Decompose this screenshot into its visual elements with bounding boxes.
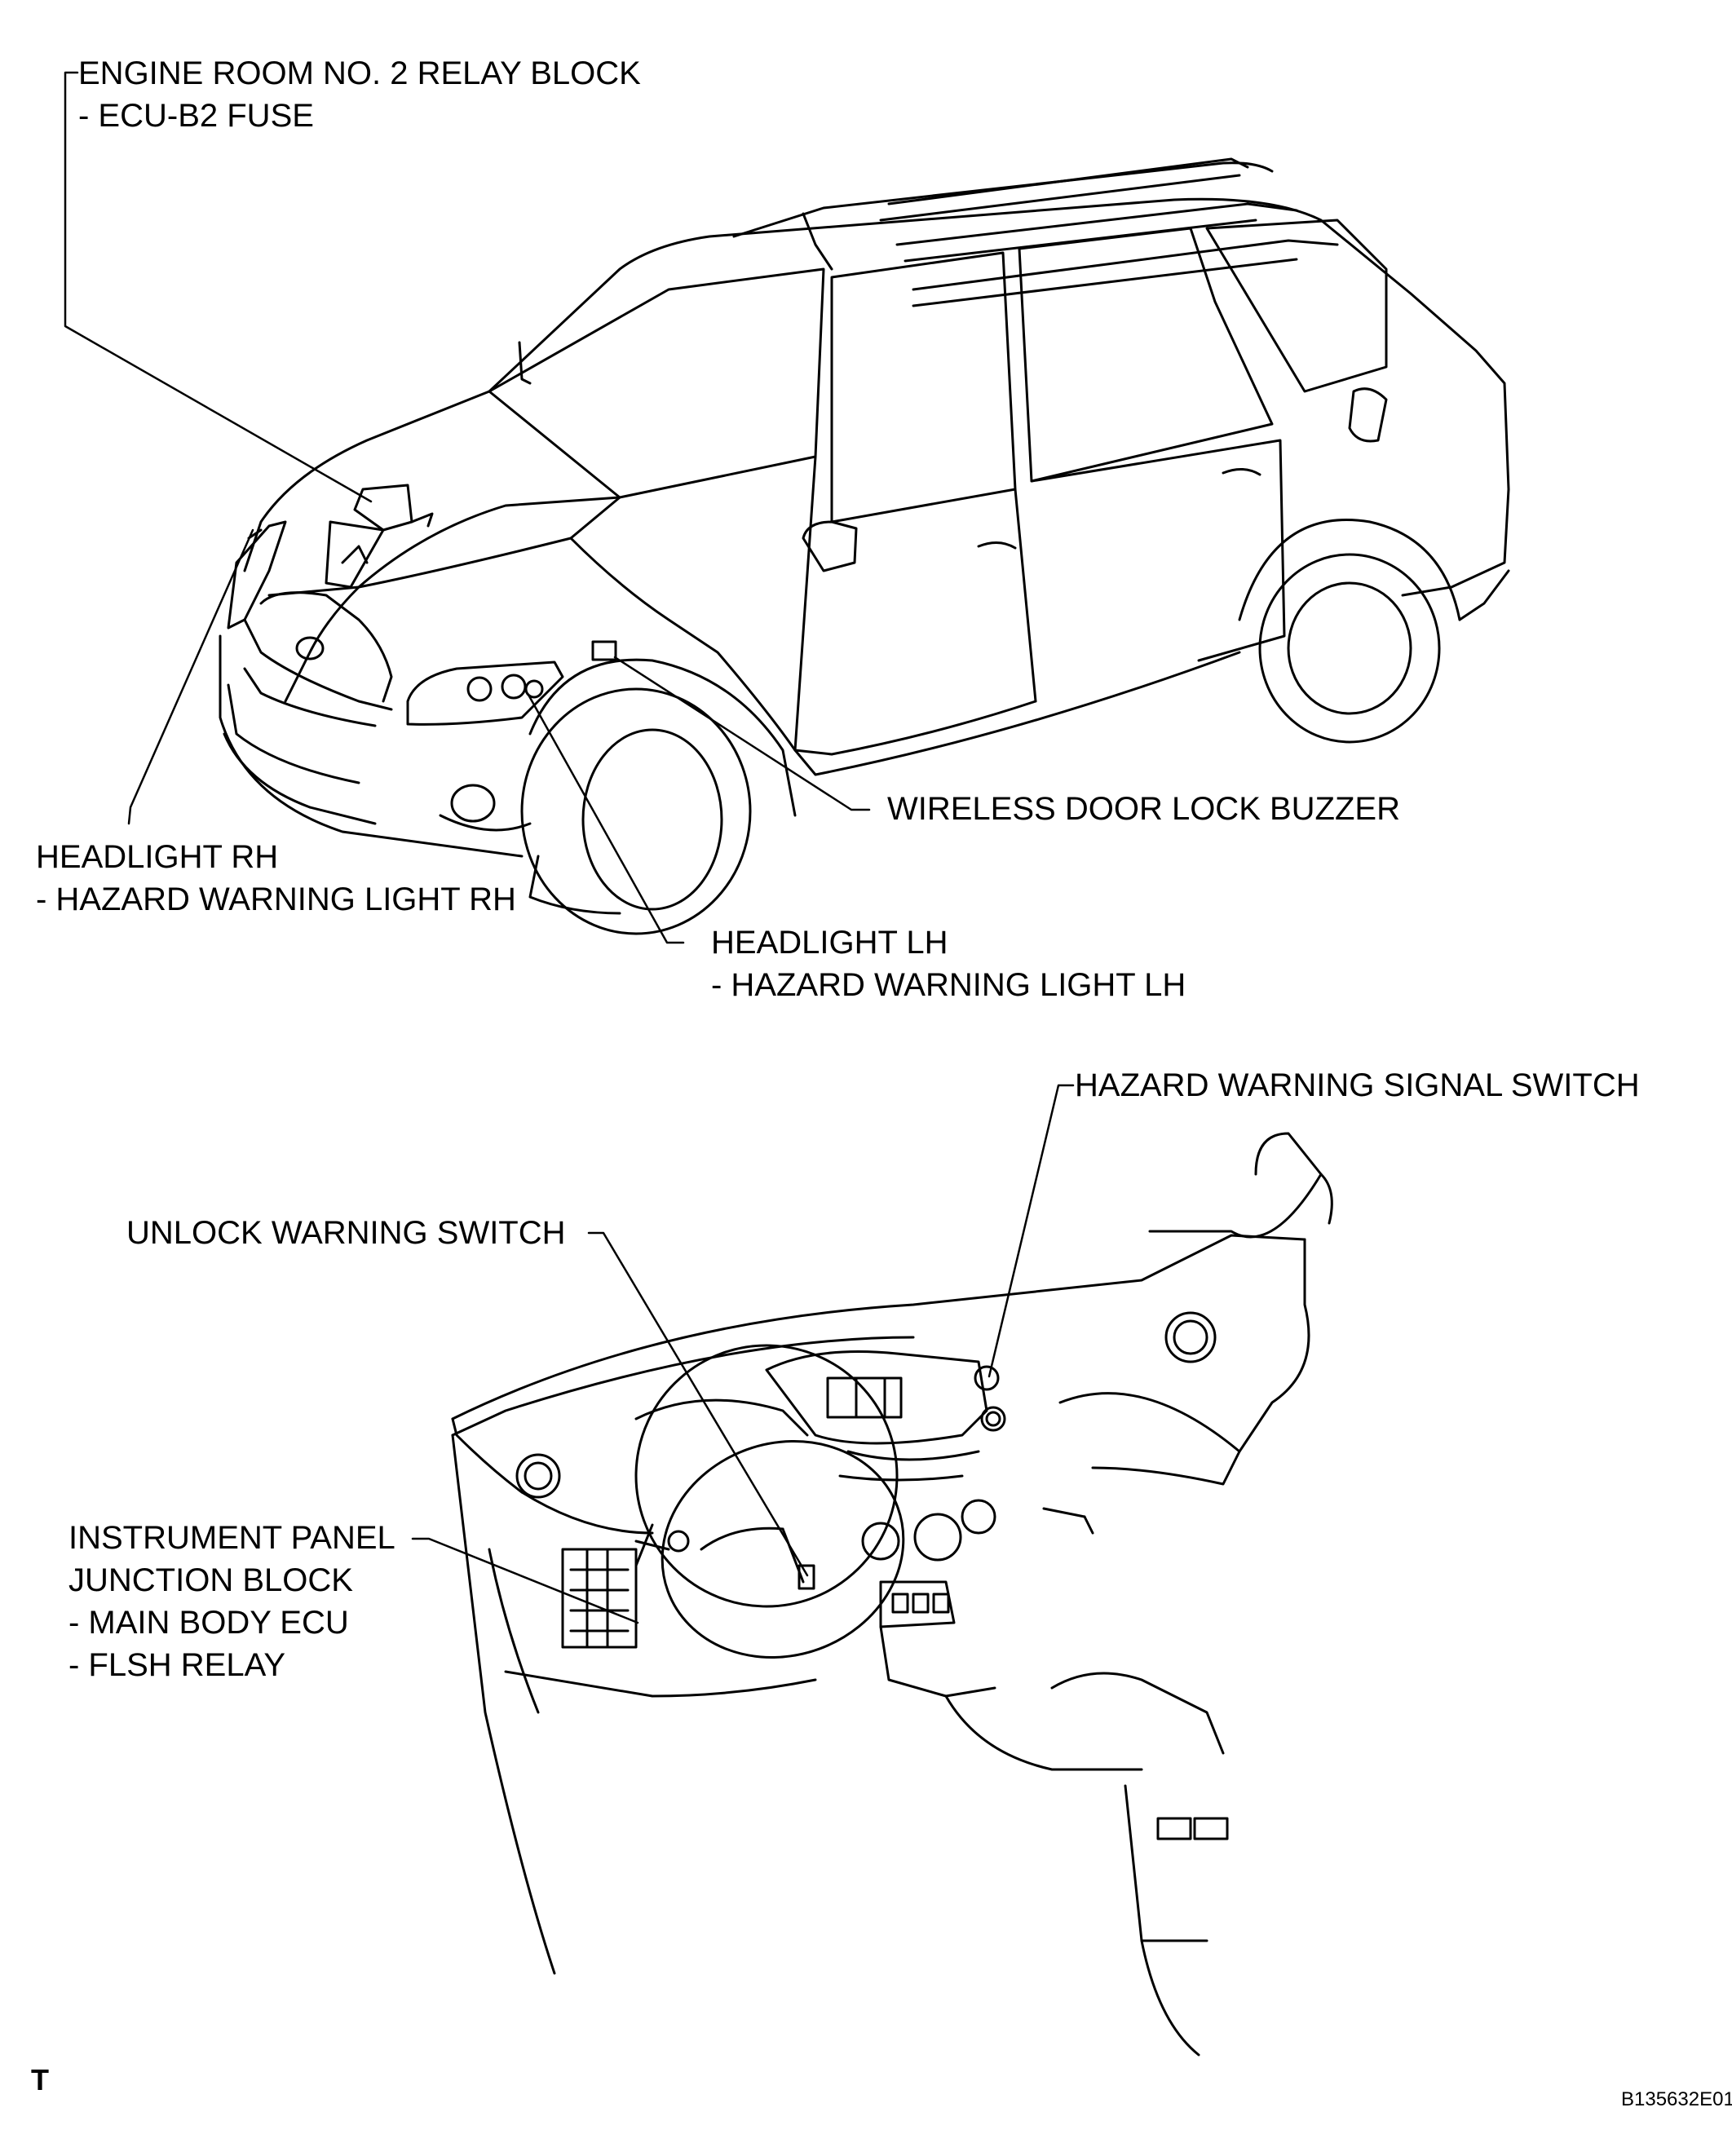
leader-engine-relay xyxy=(64,71,373,503)
hazard-switch-title: HAZARD WARNING SIGNAL SWITCH xyxy=(1075,1067,1640,1103)
engine-relay-label: ENGINE ROOM NO. 2 RELAY BLOCK - ECU-B2 F… xyxy=(78,52,641,137)
headlight-rh-label: HEADLIGHT RH - HAZARD WARNING LIGHT RH xyxy=(36,836,516,921)
corner-mark: T xyxy=(31,2063,49,2096)
headlight-rh-title: HEADLIGHT RH xyxy=(36,839,279,875)
unlock-switch-title: UNLOCK WARNING SWITCH xyxy=(126,1215,566,1251)
leader-ip-junction xyxy=(411,1537,639,1624)
interior-drawing xyxy=(451,1132,1333,2057)
ip-junction-sub-1: JUNCTION BLOCK xyxy=(68,1562,353,1598)
leader-hazard xyxy=(988,1084,1075,1378)
ip-junction-title: INSTRUMENT PANEL xyxy=(68,1520,395,1556)
leader-headlight-lh xyxy=(527,693,685,944)
ip-junction-label: INSTRUMENT PANEL JUNCTION BLOCK - MAIN B… xyxy=(68,1517,395,1686)
leader-headlight-rh xyxy=(127,528,254,825)
vehicle-drawing xyxy=(219,157,1510,935)
buzzer-label: WIRELESS DOOR LOCK BUZZER xyxy=(887,788,1400,830)
engine-relay-sub: - ECU-B2 FUSE xyxy=(78,98,314,134)
leader-unlock xyxy=(587,1231,809,1577)
unlock-switch-label: UNLOCK WARNING SWITCH xyxy=(126,1212,566,1254)
headlight-rh-sub: - HAZARD WARNING LIGHT RH xyxy=(36,881,516,917)
headlight-lh-label: HEADLIGHT LH - HAZARD WARNING LIGHT LH xyxy=(711,921,1186,1006)
headlight-lh-sub: - HAZARD WARNING LIGHT LH xyxy=(711,967,1186,1003)
figure-code: B135632E01 xyxy=(1621,2088,1732,2110)
leader-lines xyxy=(64,71,1075,1624)
leader-buzzer xyxy=(613,656,871,811)
ip-junction-sub-2: - MAIN BODY ECU xyxy=(68,1605,349,1641)
headlight-lh-title: HEADLIGHT LH xyxy=(711,925,948,961)
buzzer-title: WIRELESS DOOR LOCK BUZZER xyxy=(887,791,1400,827)
engine-relay-title: ENGINE ROOM NO. 2 RELAY BLOCK xyxy=(78,55,641,91)
hazard-switch-label: HAZARD WARNING SIGNAL SWITCH xyxy=(1075,1064,1640,1107)
ip-junction-sub-3: - FLSH RELAY xyxy=(68,1647,285,1683)
